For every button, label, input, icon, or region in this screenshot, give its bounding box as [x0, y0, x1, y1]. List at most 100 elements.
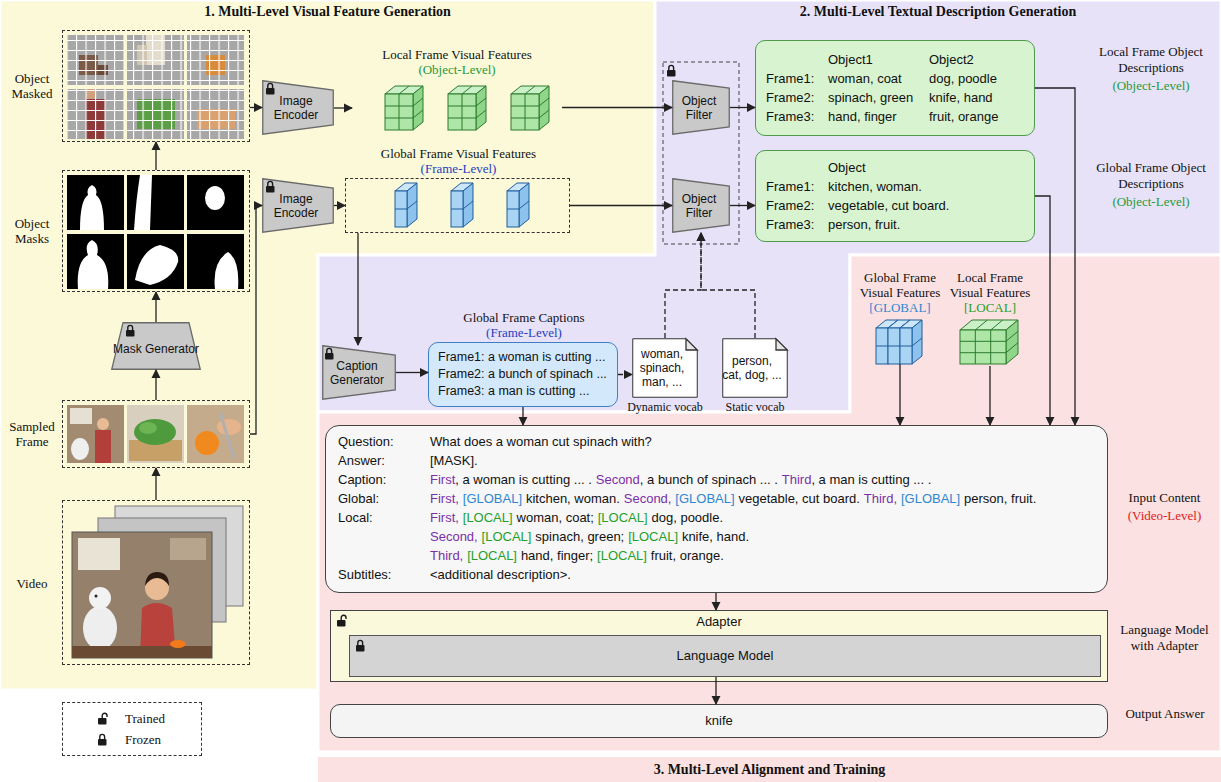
image-group: Object Masked — [62, 30, 250, 142]
heading-text: Sampled Frame — [5, 419, 59, 449]
connector-arrow — [730, 205, 755, 206]
heading-text: Local Frame Visual Features — [944, 270, 1036, 300]
row-content: <additional description>. — [430, 565, 1095, 584]
table-cell: spinach, green — [828, 90, 923, 105]
prompt-token: [LOCAL] — [463, 510, 513, 525]
vocab-document: Static vocabperson, cat, dog, ... — [722, 338, 788, 398]
input-content-box: Question:What does a woman cut spinach w… — [325, 425, 1108, 593]
section-title: 1. Multi-Level Visual Feature Generation — [0, 4, 655, 20]
input-row: Caption:First, a woman is cutting ... .S… — [338, 470, 1095, 489]
connector-arrow — [155, 142, 156, 170]
filter-block: Object Filter — [672, 80, 730, 135]
feature-stack: Global Frame Visual Features(Frame-Level… — [345, 178, 570, 233]
table-cell: knife, hand — [929, 90, 1024, 105]
heading-text: Global Frame Visual Features — [339, 146, 579, 161]
table-cell: Frame3: — [766, 217, 822, 232]
input-row: Answer: [MASK]. — [338, 451, 1095, 470]
row-content: [MASK]. — [430, 451, 1095, 470]
heading-text: (Frame-Level) — [339, 161, 579, 176]
padlock-icon — [265, 180, 277, 193]
encoder-block: Image Encoder — [262, 178, 334, 233]
row-label: Answer: — [338, 453, 385, 468]
prompt-token: [LOCAL] — [628, 529, 678, 544]
node-label: Object Filter — [672, 94, 726, 122]
heading-text: (Object-Level) — [337, 62, 577, 77]
row-label-cell: Global: — [338, 489, 430, 508]
heading-text: [LOCAL] — [944, 300, 1036, 315]
table-cell: vegetable, cut board. — [828, 198, 1024, 213]
section-title: 2. Multi-Level Textual Description Gener… — [655, 4, 1221, 20]
caption-box: Global Frame Captions(Frame-Level)Frame1… — [428, 342, 618, 407]
connector-arrow — [522, 407, 523, 425]
prompt-token: [GLOBAL] — [901, 491, 960, 506]
heading-text: Global Frame Visual Features — [854, 270, 946, 300]
connector-arrow — [989, 366, 990, 425]
unlocked-padlock-icon — [97, 712, 109, 725]
table-cell: Object1 — [828, 52, 923, 67]
node-label: Language Model — [677, 649, 774, 663]
table-cell: Object — [828, 160, 1024, 175]
node-label: knife — [705, 714, 732, 728]
prompt-token: [LOCAL] — [598, 510, 648, 525]
text-block: Object Filter — [672, 80, 730, 135]
connector-arrow — [155, 292, 156, 322]
row-label-cell: Answer: — [338, 451, 430, 470]
heading-text: Local Frame Visual Features — [337, 47, 577, 62]
text-block: knife — [331, 705, 1107, 737]
table-cell: woman, coat — [828, 71, 923, 86]
prompt-token: knife, hand. — [682, 529, 749, 544]
node-label: Image Encoder — [262, 94, 330, 122]
dashed-connector — [618, 374, 632, 375]
side-label: Global Frame Object Descriptions — [1085, 160, 1217, 192]
connector-arrow — [715, 593, 716, 610]
caption-lines: Frame1: a woman is cutting ...Frame2: a … — [429, 343, 617, 406]
generator-block: Mask Generator — [111, 322, 201, 370]
side-label: Input Content — [1112, 490, 1217, 506]
section-title: 3. Multi-Level Alignment and Training — [318, 762, 1221, 778]
row-content: Third,[LOCAL]hand, finger;[LOCAL]fruit, … — [430, 546, 1095, 565]
side-label: (Object-Level) — [1085, 78, 1217, 94]
table-cell: Frame1: — [766, 71, 822, 86]
heading-group: Local Frame Visual Features(Object-Level… — [337, 47, 577, 77]
row-content: Second,[LOCAL]spinach, green;[LOCAL]knif… — [430, 527, 1095, 546]
node-label: Caption Generator — [322, 359, 392, 387]
description-table: Object1Object2Frame1:woman, coatdog, poo… — [755, 40, 1035, 136]
table-cell: Frame2: — [766, 198, 822, 213]
dashed-connector — [665, 233, 701, 338]
prompt-token: vegetable, cut board. — [738, 491, 859, 506]
prompt-token: Third, — [864, 491, 897, 506]
token-feature-icon: Global Frame Visual Features[GLOBAL] — [872, 318, 928, 364]
heading-text: Object Masks — [5, 216, 59, 246]
row-label: Question: — [338, 434, 394, 449]
legend-item: Trained — [97, 708, 201, 729]
padlock-icon — [125, 324, 137, 337]
prompt-token: First, — [430, 510, 459, 525]
node-label: Mask Generator — [113, 342, 199, 356]
input-row: Local:First,[LOCAL]woman, coat;[LOCAL]do… — [338, 508, 1095, 527]
prompt-token: Third — [782, 472, 812, 487]
heading-group: Global Frame Visual Features(Frame-Level… — [339, 146, 579, 176]
row-label: Global: — [338, 491, 379, 506]
language-model-box: Language Model — [349, 635, 1101, 677]
heading-group: Object Masked — [5, 71, 59, 101]
connector-arrow — [396, 372, 428, 373]
prompt-token: person, fruit. — [964, 491, 1036, 506]
input-row: Subtitles:<additional description>. — [338, 565, 1095, 584]
connector-arrow — [155, 468, 156, 500]
local-token-features — [960, 320, 1018, 364]
text-block: woman, spinach, man, ... — [632, 338, 698, 398]
prompt-token: Third, — [430, 548, 463, 563]
connector-arrow — [250, 107, 262, 108]
connector-arrow — [1035, 196, 1050, 425]
video-illustration — [72, 506, 243, 658]
prompt-token: [GLOBAL] — [463, 491, 522, 506]
prompt-token: , a man is cutting ... . — [811, 472, 931, 487]
heading-group: Static vocab — [710, 400, 800, 415]
global-token-features — [876, 320, 922, 364]
padlock-icon — [265, 82, 277, 95]
adapter-box: AdapterLanguage Model — [330, 610, 1108, 682]
heading-text: Object Masked — [5, 71, 59, 101]
table-cell: kitchen, woman. — [828, 179, 1024, 194]
